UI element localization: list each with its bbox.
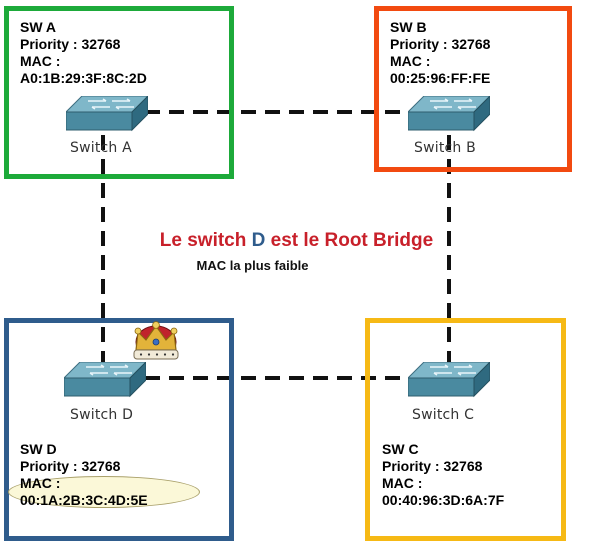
switch-a-info: SW A Priority : 32768 MAC : A0:1B:29:3F:… [20, 19, 147, 87]
crown-icon [133, 321, 179, 360]
root-bridge-title: Le switch D est le Root Bridge [0, 230, 593, 252]
switch-d-info: SW D Priority : 32768 MAC : 00:1A:2B:3C:… [20, 441, 148, 509]
network-switch-icon[interactable] [408, 96, 490, 134]
switch-c-label: Switch C [412, 407, 475, 423]
title-part-3: est le Root Bridge [265, 230, 434, 251]
switch-b-box [374, 6, 572, 172]
network-switch-icon[interactable] [408, 362, 490, 400]
title-part-2: D [251, 230, 266, 251]
switch-a-box [4, 6, 234, 179]
switch-b-label: Switch B [414, 140, 476, 156]
switch-a-mac: A0:1B:29:3F:8C:2D [20, 70, 147, 86]
switch-d-label: Switch D [70, 407, 134, 423]
switch-d-box [4, 318, 234, 541]
mac-highlight-ellipse [8, 476, 200, 508]
switch-b-mac-label: MAC : [390, 53, 431, 69]
switch-d-mac-label: MAC : [20, 475, 61, 491]
switch-d-name: SW D [20, 441, 57, 457]
switch-c-priority: Priority : 32768 [382, 458, 483, 474]
switch-b-mac: 00:25:96:FF:FE [390, 70, 491, 86]
switch-c-name: SW C [382, 441, 419, 457]
root-bridge-subtitle: MAC la plus faible [196, 258, 309, 273]
switch-c-mac-label: MAC : [382, 475, 423, 491]
switch-c-box [365, 318, 566, 541]
switch-b-name: SW B [390, 19, 427, 35]
switch-a-name: SW A [20, 19, 57, 35]
switch-a-mac-label: MAC : [20, 53, 61, 69]
switch-c-info: SW C Priority : 32768 MAC : 00:40:96:3D:… [382, 441, 504, 509]
switch-d-mac: 00:1A:2B:3C:4D:5E [20, 492, 148, 508]
title-part-1: Le switch [159, 230, 252, 251]
switch-d-priority: Priority : 32768 [20, 458, 121, 474]
switch-b-info: SW B Priority : 32768 MAC : 00:25:96:FF:… [390, 19, 490, 87]
network-switch-icon[interactable] [64, 362, 146, 400]
switch-b-priority: Priority : 32768 [390, 36, 491, 52]
switch-a-label: Switch A [70, 140, 132, 156]
switch-a-priority: Priority : 32768 [20, 36, 121, 52]
network-switch-icon[interactable] [66, 96, 148, 134]
switch-c-mac: 00:40:96:3D:6A:7F [382, 492, 505, 508]
